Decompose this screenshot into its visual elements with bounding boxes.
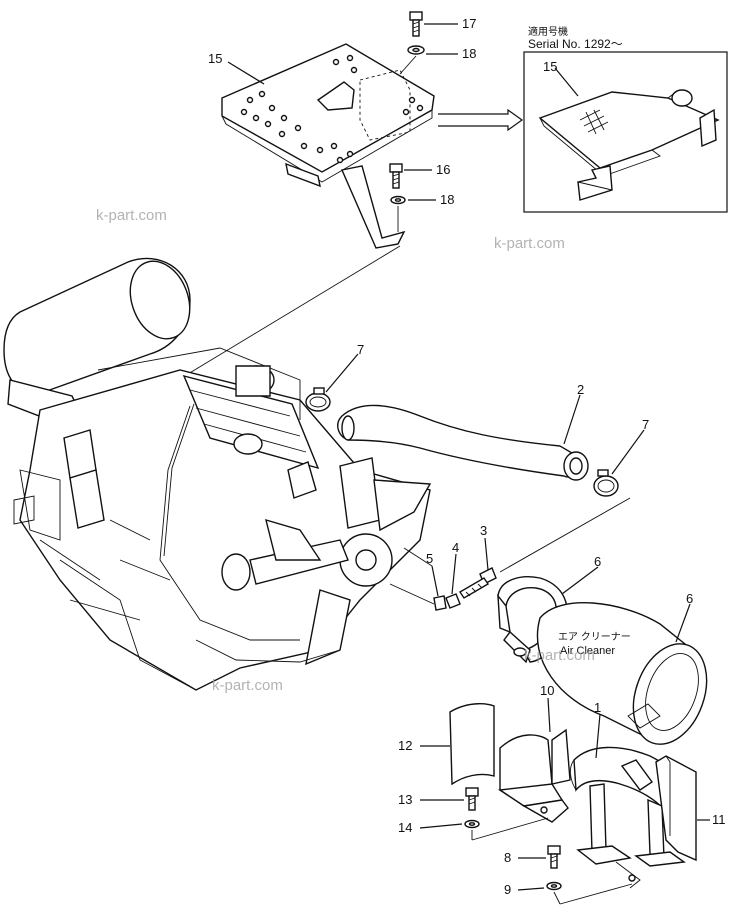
leader-15a <box>227 61 265 85</box>
leader-2 <box>563 394 581 445</box>
leader-4 <box>451 553 457 595</box>
hose-2 <box>337 404 589 481</box>
callout-14: 14 <box>398 820 412 835</box>
callout-13: 13 <box>398 792 412 807</box>
engine-drawing <box>3 257 432 691</box>
assembly-line-14b <box>471 817 549 841</box>
inset-japanese-label: 適用号機 <box>528 25 568 38</box>
air-cleaner-6 <box>536 602 708 745</box>
washer-9 <box>546 881 562 891</box>
nut-5 <box>433 595 447 611</box>
leader-3 <box>484 537 489 571</box>
callout-15a: 15 <box>208 51 222 66</box>
watermark-1: k-part.com <box>96 207 167 224</box>
leader-7a <box>325 353 359 393</box>
washer-18-mid <box>390 195 406 205</box>
leader-6a <box>561 566 599 595</box>
callout-10: 10 <box>540 683 554 698</box>
callout-6b: 6 <box>686 591 693 606</box>
watermark-3: k-part.com <box>212 677 283 694</box>
clamp-7-left <box>305 387 331 412</box>
leader-5 <box>431 565 439 597</box>
leader-14 <box>419 823 463 829</box>
inset-bracket-drawing <box>538 89 720 201</box>
callout-1: 1 <box>594 700 601 715</box>
leader-10 <box>547 697 551 733</box>
inset-serial-label: Serial No. 1292～ <box>528 37 623 51</box>
leader-9 <box>517 887 545 891</box>
plate-11 <box>655 755 697 862</box>
callout-6a: 6 <box>594 554 601 569</box>
leader-6b <box>675 603 691 643</box>
spacer-4 <box>445 593 461 609</box>
assembly-line-17 <box>399 55 417 75</box>
bolt-13 <box>465 787 479 811</box>
air-cleaner-japanese: エア クリーナー <box>558 631 631 643</box>
mounting-plate <box>221 43 435 249</box>
watermark-2: k-part.com <box>494 235 565 252</box>
assembly-line-9b <box>559 883 633 905</box>
plate-12 <box>449 703 495 786</box>
assembly-line-plate <box>177 245 401 381</box>
callout-7b: 7 <box>642 417 649 432</box>
callout-18b: 18 <box>440 192 454 207</box>
callout-4: 4 <box>452 540 459 555</box>
bolt-3 <box>459 567 497 599</box>
washer-14 <box>464 819 480 829</box>
callout-12: 12 <box>398 738 412 753</box>
callout-3: 3 <box>480 523 487 538</box>
bracket-10 <box>498 728 571 823</box>
callout-15b: 15 <box>543 59 557 74</box>
inset-arrow <box>438 108 524 132</box>
leader-1 <box>595 713 601 759</box>
clamp-7-right <box>593 469 619 497</box>
assembly-line-5 <box>403 547 433 567</box>
bolt-16 <box>389 163 403 189</box>
callout-11: 11 <box>712 812 726 827</box>
bolt-8 <box>547 845 561 869</box>
callout-7a: 7 <box>357 342 364 357</box>
callout-2: 2 <box>577 382 584 397</box>
callout-16: 16 <box>436 162 450 177</box>
bolt-17 <box>409 11 423 37</box>
callout-8: 8 <box>504 850 511 865</box>
callout-17: 17 <box>462 16 476 31</box>
callout-5: 5 <box>426 551 433 566</box>
assembly-line-hose <box>499 497 631 573</box>
assembly-line-9 <box>553 891 561 905</box>
leader-15b <box>554 67 579 97</box>
assembly-line-4 <box>389 583 435 605</box>
callout-18a: 18 <box>462 46 476 61</box>
inset-frame <box>523 51 728 213</box>
air-cleaner-english: Air Cleaner <box>560 645 615 657</box>
watermark-4: k-part.com <box>524 647 595 664</box>
callout-9: 9 <box>504 882 511 897</box>
washer-18-top <box>407 45 425 55</box>
leader-7b <box>611 429 645 475</box>
